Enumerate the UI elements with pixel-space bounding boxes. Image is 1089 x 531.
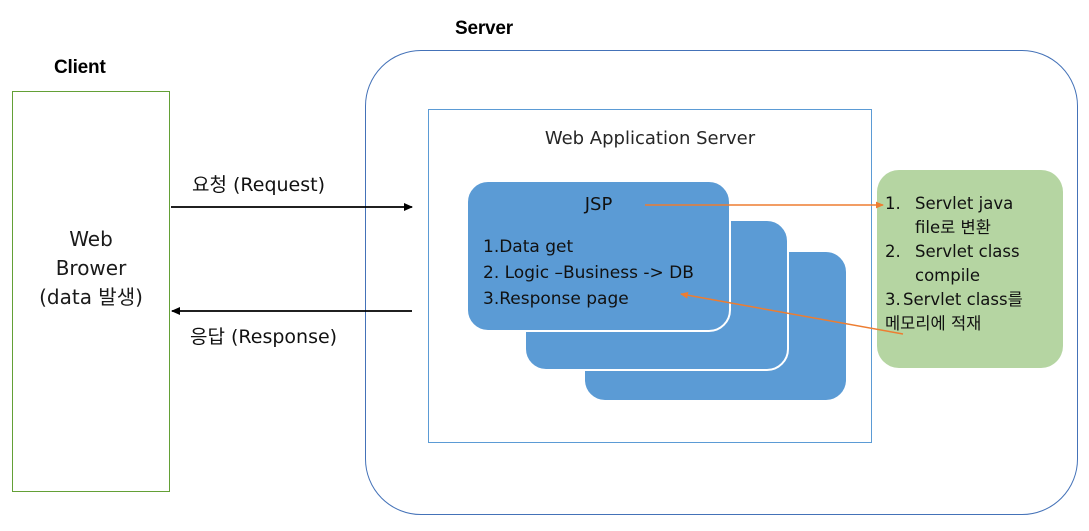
servlet-step-2-line2-wrap: compile (885, 264, 1063, 288)
servlet-step-1: 1. Servlet java (885, 192, 1063, 216)
jsp-card-steps: 1.Data get 2. Logic –Business -> DB 3.Re… (483, 237, 694, 309)
servlet-step-3-line2-wrap: 메모리에 적재 (885, 312, 1063, 336)
request-flow-label: 요청 (Request) (192, 174, 326, 196)
servlet-step-list: 1. Servlet java file로 변환 2. Servlet clas… (885, 192, 1063, 336)
jsp-card-title: JSP (584, 194, 613, 215)
servlet-step-3: 3. Servlet class를 (885, 288, 1063, 312)
servlet-step-2-line1: Servlet class (915, 242, 1020, 261)
jsp-card-front: JSP 1.Data get 2. Logic –Business -> DB … (466, 180, 731, 332)
servlet-step-2-number: 2. (885, 242, 901, 261)
servlet-step-1-line2-wrap: file로 변환 (885, 216, 1063, 240)
servlet-step-1-number: 1. (885, 194, 901, 213)
servlet-process-box: 1. Servlet java file로 변환 2. Servlet clas… (877, 170, 1063, 368)
response-flow-label: 응답 (Response) (190, 326, 338, 348)
web-application-server-box: Web Application Server (428, 109, 872, 443)
client-box: Web Brower (data 발생) (12, 91, 170, 492)
servlet-step-3-number: 3. (885, 290, 901, 309)
client-title: Client (54, 57, 106, 78)
client-box-label: Web Brower (data 발생) (39, 227, 143, 309)
servlet-step-3-line1: Servlet class를 (903, 290, 1023, 309)
web-application-server-title: Web Application Server (544, 128, 756, 149)
servlet-step-2-line2: compile (915, 266, 981, 285)
servlet-step-3-line2: 메모리에 적재 (885, 314, 982, 333)
server-boundary (365, 50, 1078, 515)
servlet-step-2: 2. Servlet class (885, 240, 1063, 264)
servlet-step-1-line2: file로 변환 (915, 218, 991, 237)
servlet-step-1-line1: Servlet java (915, 194, 1014, 213)
server-title: Server (455, 18, 513, 39)
